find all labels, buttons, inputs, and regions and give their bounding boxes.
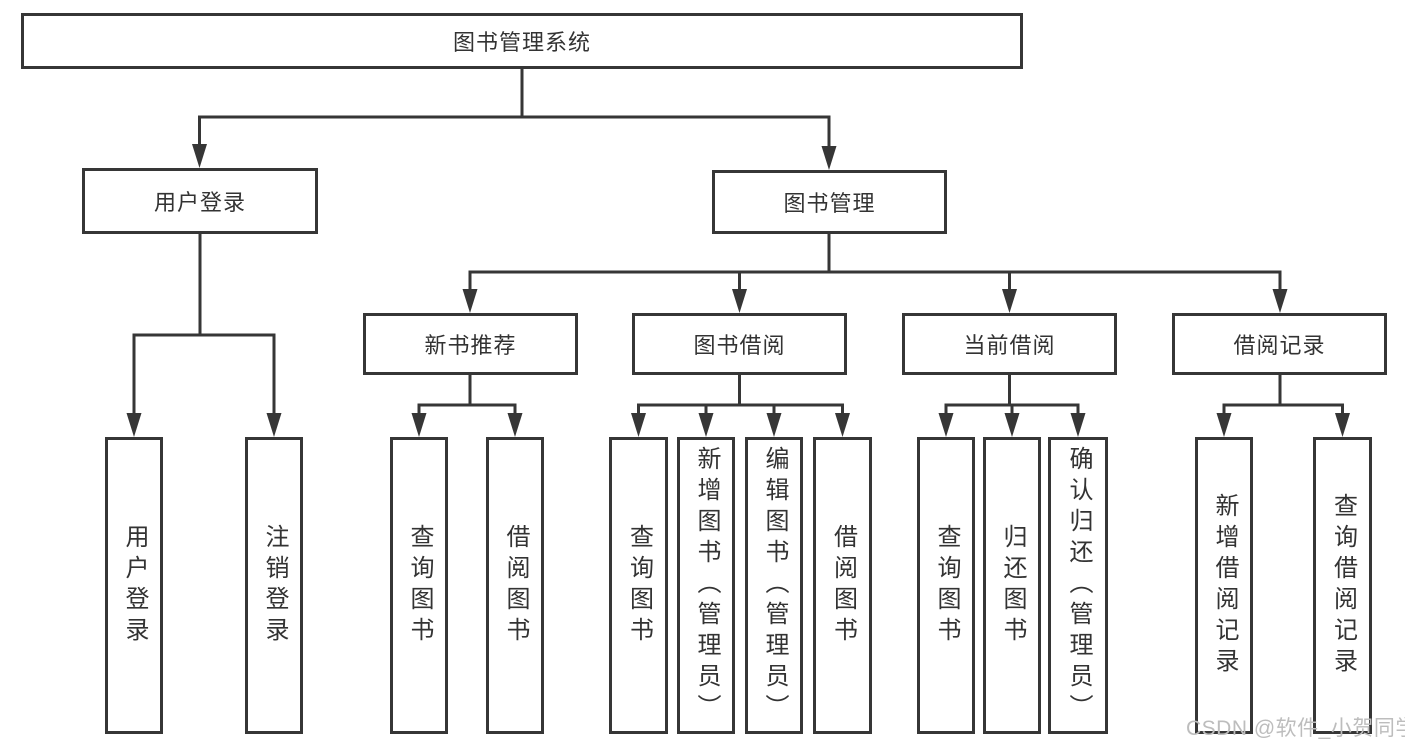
leaf-logout-label: 注销登录 [261, 523, 288, 648]
leaf-records-search-record: 查询借阅记录 [1313, 437, 1372, 734]
tree-edges [132, 68, 1344, 415]
leaf-borrow-borrow-book: 借阅图书 [813, 437, 872, 734]
node-borrow-records-label: 借阅记录 [1233, 333, 1326, 358]
leaf-user-login-label: 用户登录 [121, 523, 148, 648]
leaf-current-search-book-label: 查询图书 [933, 523, 960, 648]
leaf-records-add-record: 新增借阅记录 [1195, 437, 1253, 734]
node-book-management: 图书管理 [712, 170, 947, 234]
node-borrow-records: 借阅记录 [1172, 313, 1387, 375]
leaf-borrow-search-book: 查询图书 [609, 437, 668, 734]
leaf-rec-search-book-label: 查询图书 [406, 523, 433, 648]
leaf-borrow-edit-book-label: 编辑图书（管理员） [761, 446, 788, 725]
csdn-watermark: CSDN @软件_小贺同学 [1186, 717, 1405, 740]
leaf-borrow-borrow-book-label: 借阅图书 [829, 523, 857, 648]
leaf-borrow-edit-book: 编辑图书（管理员） [745, 437, 803, 734]
node-book-borrow: 图书借阅 [632, 313, 847, 375]
node-new-book-recommend-label: 新书推荐 [424, 333, 517, 358]
leaf-user-login: 用户登录 [105, 437, 163, 734]
leaf-records-add-record-label: 新增借阅记录 [1211, 492, 1238, 679]
leaf-logout: 注销登录 [245, 437, 303, 734]
leaf-records-search-record-label: 查询借阅记录 [1329, 492, 1357, 679]
node-root-label: 图书管理系统 [452, 30, 591, 55]
leaf-borrow-add-book-label: 新增图书（管理员） [693, 446, 720, 725]
node-book-management-label: 图书管理 [783, 191, 876, 216]
leaf-borrow-search-book-label: 查询图书 [625, 523, 653, 648]
leaf-current-confirm-return-label: 确认归还（管理员） [1065, 446, 1092, 725]
leaf-rec-borrow-book-label: 借阅图书 [502, 523, 529, 648]
arrowheads [126, 144, 1350, 437]
leaf-borrow-add-book: 新增图书（管理员） [677, 437, 735, 734]
node-current-borrow: 当前借阅 [902, 313, 1117, 375]
leaf-current-return-book-label: 归还图书 [999, 523, 1026, 648]
node-new-book-recommend: 新书推荐 [363, 313, 578, 375]
node-root: 图书管理系统 [21, 13, 1023, 69]
leaf-current-confirm-return: 确认归还（管理员） [1048, 437, 1108, 734]
leaf-rec-borrow-book: 借阅图书 [486, 437, 544, 734]
leaf-current-search-book: 查询图书 [917, 437, 975, 734]
leaf-current-return-book: 归还图书 [983, 437, 1041, 734]
node-current-borrow-label: 当前借阅 [963, 333, 1056, 358]
node-user-login: 用户登录 [82, 168, 318, 234]
node-book-borrow-label: 图书借阅 [693, 333, 786, 358]
node-user-login-label: 用户登录 [153, 190, 246, 215]
leaf-rec-search-book: 查询图书 [390, 437, 448, 734]
